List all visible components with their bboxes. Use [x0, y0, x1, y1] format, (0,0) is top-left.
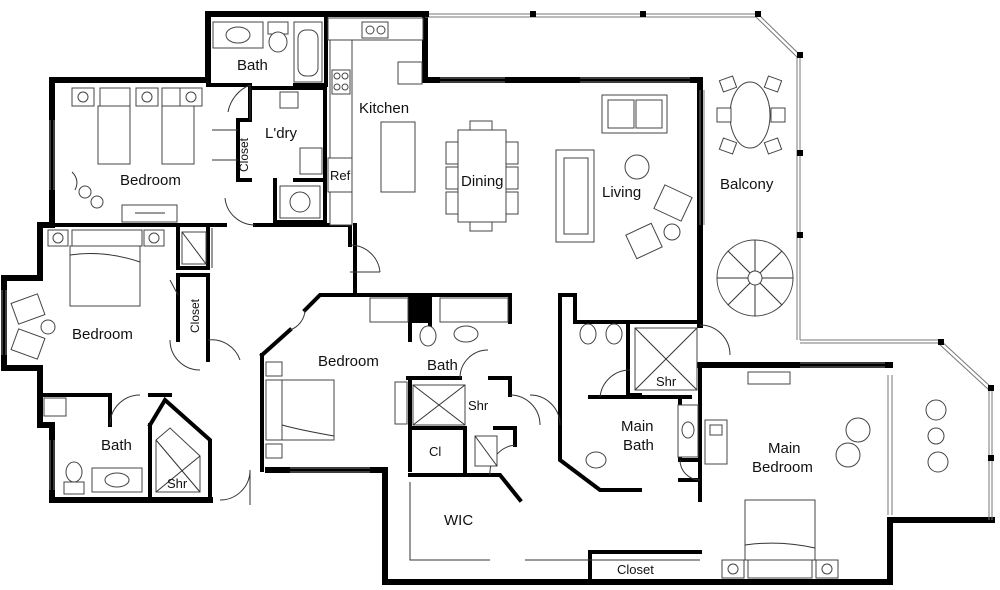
label-cl-center: Cl — [429, 444, 441, 459]
living-furniture — [555, 94, 693, 260]
label-shr-main: Shr — [656, 374, 677, 389]
label-wic: WIC — [444, 512, 473, 529]
room-labels: Bath L'dry Closet Bedroom Kitchen Ref Di… — [72, 57, 813, 577]
label-bedroom-top: Bedroom — [120, 172, 181, 189]
door-swings — [109, 84, 731, 505]
label-closet-left: Closet — [188, 298, 202, 333]
structural-column — [410, 295, 430, 323]
laundry-fixtures — [212, 91, 323, 219]
label-main-bath-2: Bath — [623, 437, 654, 454]
label-main-bath-1: Main — [621, 418, 654, 435]
label-bedroom-left: Bedroom — [72, 326, 133, 343]
main-bedroom-furniture — [704, 371, 949, 579]
main-bath-fixtures — [579, 323, 699, 469]
center-bath-fixtures — [412, 297, 509, 467]
left-closet-fixtures — [169, 228, 213, 296]
label-closet-bottom: Closet — [617, 562, 654, 577]
top-bedroom-furniture — [71, 87, 203, 223]
label-shr-center: Shr — [468, 398, 489, 413]
label-laundry: L'dry — [265, 125, 298, 142]
label-bath-top: Bath — [237, 57, 268, 74]
label-dining: Dining — [461, 173, 504, 190]
label-bedroom-center: Bedroom — [318, 353, 379, 370]
label-balcony: Balcony — [720, 176, 774, 193]
label-kitchen: Kitchen — [359, 100, 409, 117]
top-bath-fixtures — [212, 21, 323, 83]
label-bath-bottom-left: Bath — [101, 437, 132, 454]
windows — [1, 77, 893, 515]
label-closet-top: Closet — [237, 137, 251, 172]
label-living: Living — [602, 184, 641, 201]
bottom-left-bath-fixtures — [63, 427, 201, 495]
balcony-railing — [423, 11, 994, 520]
label-main-bedroom-2: Bedroom — [752, 459, 813, 476]
label-ref: Ref — [330, 168, 351, 183]
balcony-furniture — [716, 75, 794, 317]
label-shr-bottom-left: Shr — [167, 476, 188, 491]
kitchen-fixtures — [327, 17, 424, 226]
label-bath-center: Bath — [427, 357, 458, 374]
label-main-bedroom-1: Main — [768, 440, 801, 457]
center-bedroom-furniture — [265, 297, 409, 459]
wic-shelves — [409, 482, 700, 561]
dining-table — [445, 120, 519, 232]
left-bedroom-furniture — [10, 229, 165, 417]
